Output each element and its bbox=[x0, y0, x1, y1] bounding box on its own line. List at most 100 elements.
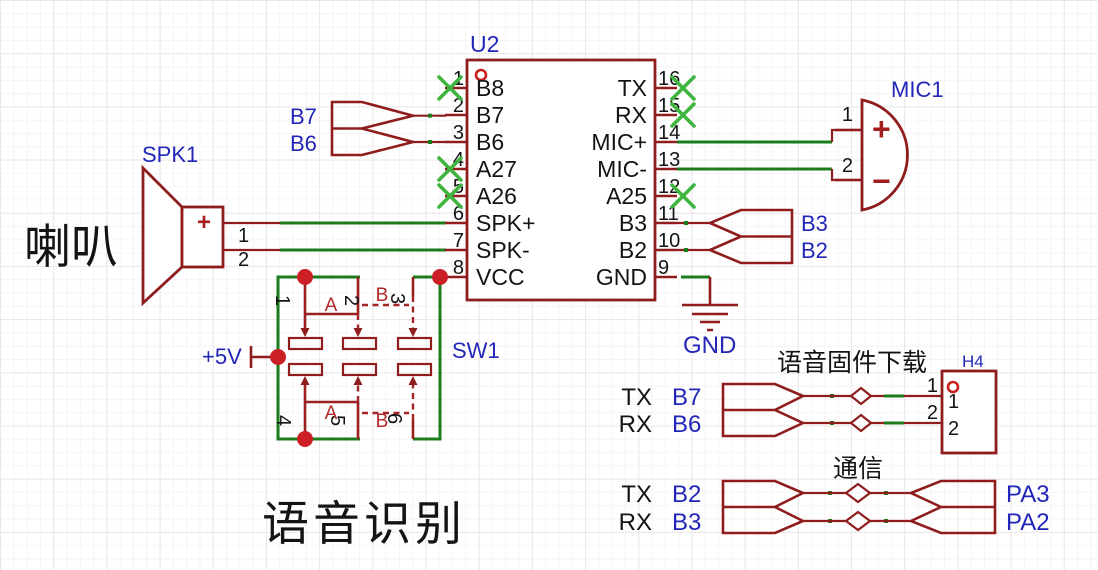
net-tie-diamond-icon bbox=[844, 482, 872, 504]
netflag-shape[interactable] bbox=[721, 479, 807, 535]
wire-mic[interactable] bbox=[677, 140, 832, 171]
sw1-dashes-bottom[interactable] bbox=[356, 385, 415, 420]
firmware-wires[interactable] bbox=[803, 394, 942, 425]
sw1-contact[interactable] bbox=[287, 336, 324, 351]
gnd-symbol[interactable] bbox=[682, 277, 738, 332]
net-tie-diamond-icon bbox=[849, 386, 873, 406]
sw1-pin-num: 6 bbox=[383, 413, 405, 424]
u2-pin-label: B8 bbox=[476, 75, 504, 101]
u2-refdes: U2 bbox=[470, 31, 499, 57]
netlabel-b7: B7 bbox=[672, 384, 701, 411]
netlabel-b3: B3 bbox=[801, 211, 828, 236]
power-5v[interactable]: +5V bbox=[202, 344, 272, 369]
mic1-pin-stubs[interactable] bbox=[835, 128, 862, 182]
sw1-letter-a: A bbox=[325, 295, 338, 316]
h4-pin1-indicator bbox=[946, 380, 960, 394]
power-gnd[interactable]: GND bbox=[682, 277, 738, 359]
wire-spk-stub[interactable] bbox=[223, 221, 280, 252]
u2-right-pin-stubs[interactable] bbox=[655, 86, 677, 279]
spk1-component[interactable]: + SPK1 1 2 bbox=[141, 142, 249, 307]
sw1-contact[interactable] bbox=[396, 362, 433, 377]
u2-left-pin-stubs[interactable] bbox=[445, 86, 467, 279]
sw1-dashes-top[interactable] bbox=[356, 296, 415, 329]
u2-pin-num: 2 bbox=[453, 95, 464, 117]
wire-sw-right[interactable] bbox=[413, 275, 446, 441]
power-5v-symbol[interactable] bbox=[249, 346, 272, 368]
spk1-driver[interactable] bbox=[180, 205, 225, 269]
sw1-pin-num: 3 bbox=[386, 293, 408, 304]
netflag-shape[interactable] bbox=[907, 479, 997, 535]
sw1-links-top[interactable] bbox=[303, 277, 415, 329]
u2-pin-label: B7 bbox=[476, 102, 504, 128]
comm-section: 通信 TX RX B2 B3 PA3 PA2 bbox=[619, 455, 1050, 536]
u2-pin-num: 8 bbox=[453, 257, 464, 279]
u2-pin-num: 9 bbox=[658, 257, 669, 279]
sw1-refdes: SW1 bbox=[452, 338, 500, 363]
firmware-tx-label: TX bbox=[621, 384, 652, 411]
arrow-up-icon bbox=[353, 376, 363, 385]
mic1-body[interactable] bbox=[860, 98, 909, 212]
mic1-pin-num: 2 bbox=[842, 155, 853, 177]
junction-dot bbox=[297, 269, 313, 285]
netflag-b3-b2[interactable]: B3 B2 bbox=[706, 208, 828, 265]
h4-pin-num: 2 bbox=[927, 402, 938, 424]
netlabel-b7: B7 bbox=[290, 104, 317, 129]
spk1-plus-icon: + bbox=[197, 209, 211, 236]
h4-component[interactable]: H4 1 2 1 2 bbox=[927, 352, 998, 455]
gnd-label: GND bbox=[683, 332, 736, 359]
sw1-component[interactable]: 1 2 3 4 5 6 A B A B SW1 bbox=[271, 277, 500, 439]
netflag-shape[interactable] bbox=[706, 208, 794, 265]
wire-b7b6[interactable] bbox=[413, 114, 446, 144]
speaker-caption: 喇叭 bbox=[24, 220, 118, 273]
arrow-down-icon bbox=[300, 328, 310, 337]
u2-component[interactable]: U2 1 2 3 4 5 6 7 8 B8 B7 B6 A27 A26 SPK+… bbox=[445, 31, 680, 302]
junction-dot bbox=[432, 269, 448, 285]
u2-body[interactable] bbox=[465, 58, 657, 302]
u2-pin-label: B2 bbox=[619, 237, 647, 263]
netflag-b7-b6[interactable]: B7 B6 bbox=[290, 100, 419, 157]
nc-x-icon bbox=[437, 183, 463, 209]
spk1-pin-num: 1 bbox=[238, 225, 249, 247]
spk1-horn[interactable] bbox=[141, 164, 184, 307]
spk1-pin-num: 2 bbox=[238, 249, 249, 271]
comm-tx-label: TX bbox=[621, 481, 652, 508]
netflag-shape[interactable] bbox=[721, 382, 807, 438]
netlabel-b6: B6 bbox=[672, 411, 701, 438]
firmware-title: 语音固件下载 bbox=[777, 349, 927, 377]
netlabel-pa2: PA2 bbox=[1006, 509, 1050, 536]
u2-pin-num: 10 bbox=[658, 230, 680, 252]
nc-x-icon bbox=[437, 75, 463, 101]
netlabel-b3: B3 bbox=[672, 509, 701, 536]
wire-b3b2[interactable] bbox=[677, 221, 710, 252]
sw1-contact[interactable] bbox=[341, 362, 378, 377]
firmware-wires-green[interactable] bbox=[884, 394, 904, 425]
h4-body[interactable] bbox=[940, 369, 998, 455]
h4-refdes: H4 bbox=[962, 352, 984, 371]
u2-pin-label: RX bbox=[615, 102, 647, 128]
u2-pin-num: 11 bbox=[658, 203, 679, 225]
mic1-refdes: MIC1 bbox=[891, 77, 944, 102]
u2-pin-num: 14 bbox=[658, 122, 680, 144]
sw1-letter-a: A bbox=[325, 403, 338, 424]
u2-pin-label: A25 bbox=[606, 183, 647, 209]
h4-pin-label: 1 bbox=[948, 391, 959, 413]
net-tie-diamond-icon bbox=[844, 510, 872, 532]
netflag-shape[interactable] bbox=[330, 100, 419, 157]
u2-pin-label: GND bbox=[596, 264, 647, 290]
sw1-contact[interactable] bbox=[287, 362, 324, 377]
sw1-contact[interactable] bbox=[396, 336, 433, 351]
u2-pin-label: VCC bbox=[476, 264, 525, 290]
junction-dot bbox=[270, 349, 286, 365]
mic1-component[interactable]: + − MIC1 1 2 bbox=[835, 77, 944, 212]
voice-recognition-caption: 语音识别 bbox=[262, 497, 466, 550]
wire-spk[interactable] bbox=[280, 221, 446, 252]
junction-dot bbox=[297, 431, 313, 447]
no-connect-marks bbox=[437, 75, 696, 209]
nc-x-icon bbox=[670, 102, 696, 128]
sw1-pin-num: 4 bbox=[272, 415, 294, 426]
sw1-links-bottom[interactable] bbox=[303, 385, 415, 439]
sw1-contact[interactable] bbox=[341, 336, 378, 351]
comm-wires[interactable] bbox=[803, 491, 911, 523]
